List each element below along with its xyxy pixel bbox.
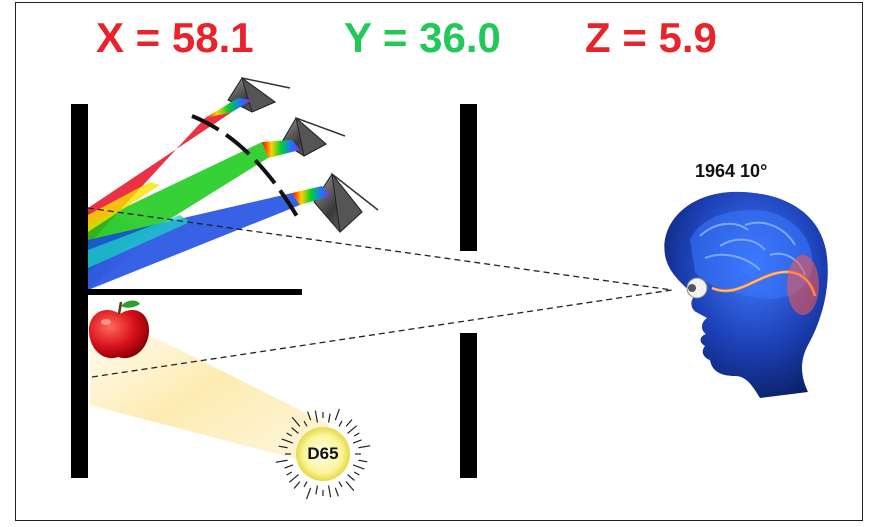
sun-ray: [358, 459, 368, 463]
sample-wall: [71, 104, 88, 478]
sun-ray: [286, 471, 293, 476]
sun-ray: [293, 481, 301, 489]
prism-icon: [205, 76, 291, 118]
sun-ray: [347, 474, 355, 481]
sun-ray: [315, 485, 319, 495]
sun-ray: [284, 464, 294, 469]
observer-label: 1964 10°: [695, 161, 768, 181]
prism-icon: [292, 172, 379, 234]
sun-ray: [291, 416, 301, 427]
sightline-lower: [91, 289, 673, 378]
sun-ray: [334, 487, 339, 497]
sun-ray: [303, 481, 308, 488]
prism-icon: [262, 116, 346, 158]
sun-ray: [307, 411, 312, 421]
aperture-bottom: [460, 333, 477, 478]
slit-plane: [191, 114, 300, 220]
tristimulus-x: X = 58.1: [96, 14, 254, 61]
sun-ray: [338, 481, 343, 488]
sun-ray: [288, 474, 299, 483]
sun-ray: [327, 413, 331, 423]
tristimulus-z: Z = 5.9: [585, 14, 717, 61]
sun-ray: [353, 432, 360, 437]
illumination-cone: [90, 305, 330, 460]
aperture-top: [460, 104, 477, 251]
sun-ray: [338, 420, 343, 427]
sun-ray: [303, 420, 308, 427]
head-brain-icon: [664, 191, 828, 398]
sun-ray: [353, 471, 360, 476]
tristimulus-y: Y = 36.0: [344, 14, 501, 61]
sun-ray: [278, 445, 288, 449]
sun-ray: [314, 410, 319, 423]
sun-ray: [352, 464, 365, 470]
sun-ray: [352, 439, 362, 444]
sun-ray: [358, 445, 371, 449]
sun-ray: [291, 427, 299, 434]
sun-ray: [306, 487, 312, 500]
diagram-frame: [15, 2, 863, 521]
sun-ray: [334, 408, 340, 421]
yellow-overlap: [88, 182, 160, 232]
cyan-overlap: [88, 215, 190, 268]
divider-shelf: [86, 289, 302, 295]
sun-ray: [281, 438, 294, 444]
sun-ray: [275, 459, 288, 463]
apple-icon: [88, 300, 150, 359]
sun-icon: [275, 408, 371, 500]
sun-ray: [345, 481, 355, 492]
sun-ray: [347, 425, 358, 434]
sun-ray: [327, 485, 332, 498]
illuminant-label: D65: [307, 444, 339, 463]
sun-ray: [286, 432, 293, 437]
sun-ray: [345, 419, 353, 427]
blue-beam: [88, 193, 300, 290]
sightline-upper: [87, 207, 673, 291]
